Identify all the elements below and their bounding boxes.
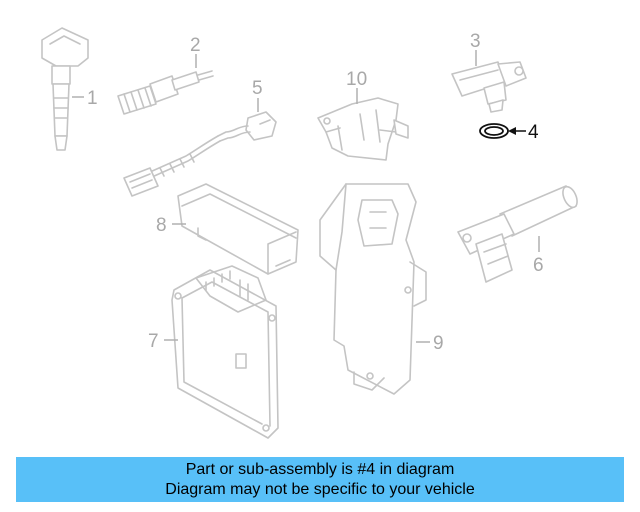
callout-3: 3 (470, 31, 481, 52)
info-banner: Part or sub-assembly is #4 in diagram Di… (16, 457, 624, 502)
callout-10: 10 (346, 69, 367, 90)
part-1-ignition-coil[interactable] (41, 27, 89, 151)
part-10-bracket[interactable] (317, 97, 409, 161)
part-3-camshaft-sensor[interactable] (451, 61, 527, 113)
part-2-spark-plug[interactable] (117, 70, 214, 115)
part-9-mounting-bracket[interactable] (319, 183, 427, 395)
part-4-o-ring-seal[interactable] (479, 123, 509, 139)
callout-2: 2 (190, 35, 201, 56)
part-5-knock-sensor[interactable] (123, 111, 277, 197)
part-8-ecu-cover[interactable] (177, 183, 299, 275)
part-6-crankshaft-sensor[interactable] (457, 185, 580, 283)
part-7-engine-control-module[interactable] (171, 265, 279, 439)
callout-1: 1 (87, 88, 98, 109)
callout-8: 8 (156, 215, 167, 236)
callout-4-arrowhead (508, 127, 516, 135)
callout-6: 6 (533, 255, 544, 276)
banner-disclaimer-line: Diagram may not be specific to your vehi… (165, 481, 475, 498)
callout-4: 4 (528, 122, 539, 143)
banner-part-line: Part or sub-assembly is #4 in diagram (185, 461, 455, 478)
callout-9: 9 (433, 333, 444, 354)
callout-7: 7 (148, 331, 159, 352)
callout-5: 5 (252, 78, 263, 99)
